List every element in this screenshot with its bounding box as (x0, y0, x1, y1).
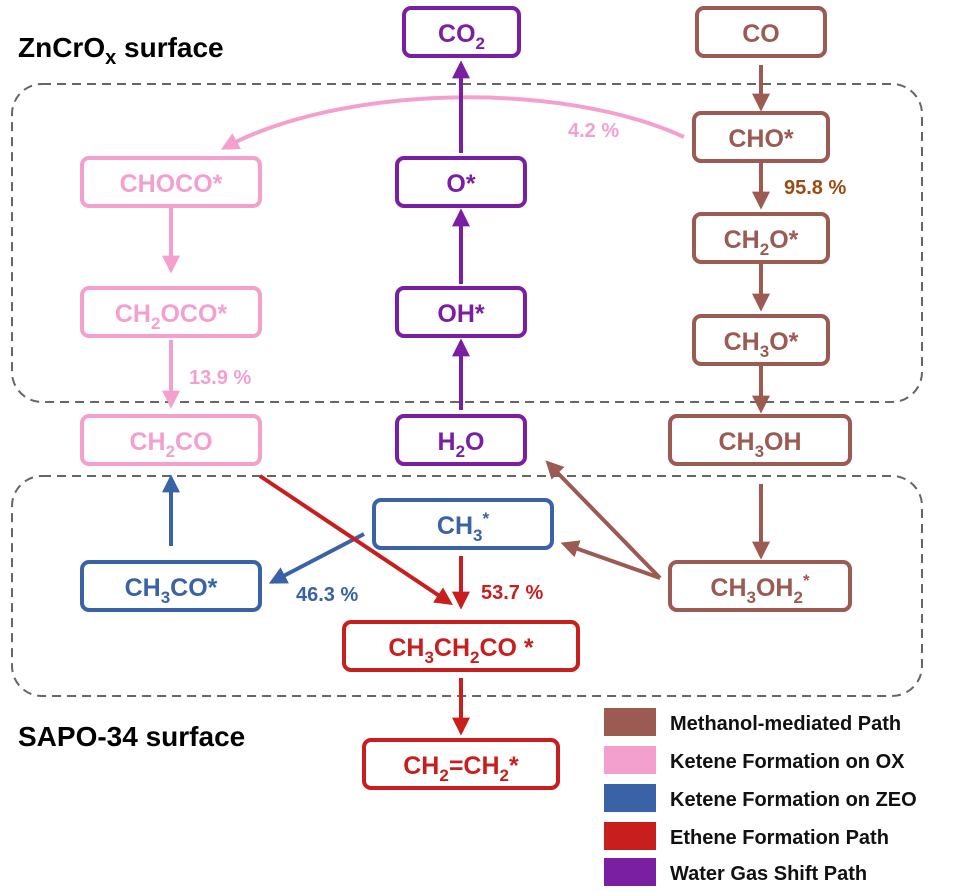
node-ch2co: CH2CO (80, 414, 262, 466)
legend-swatch-ethene (604, 822, 656, 850)
node-ch2o: CH2O* (692, 212, 830, 264)
node-ch3oh2-label: CH3OH2* (710, 571, 810, 607)
arrow-ch3oh2-to-ch3 (560, 540, 661, 580)
arrow-ch3-to-ch3co (268, 532, 365, 584)
legend-swatch-ketene-ox (604, 746, 656, 774)
node-ch3o-label: CH3O* (724, 328, 799, 361)
node-ch3oh-label: CH3OH (718, 428, 801, 461)
pct-cho-to-ch2o: 95.8 % (784, 177, 846, 199)
arrow-ch3oh2-to-h2o (545, 460, 662, 580)
node-ch3oh2: CH3OH2* (668, 560, 852, 612)
legend-swatch-wgs (604, 858, 656, 886)
pct-ch3-to-ch3ch2co: 53.7 % (481, 582, 543, 604)
node-oh: OH* (395, 286, 527, 338)
node-choco: CHOCO* (80, 156, 262, 208)
pct-cho-to-choco: 4.2 % (568, 120, 619, 142)
zncrox-surface-region (11, 83, 923, 403)
node-ch2oco-label: CH2OCO* (115, 300, 228, 333)
node-co2: CO2 (402, 6, 521, 58)
node-ch2o-label: CH2O* (724, 226, 799, 259)
legend-label-wgs: Water Gas Shift Path (670, 863, 867, 885)
node-ch2oco: CH2OCO* (80, 286, 262, 338)
node-ch3co: CH3CO* (80, 560, 262, 612)
node-ch2ch2-label: CH2=CH2* (403, 752, 519, 785)
zncrox-region-label: ZnCrOx surface (18, 32, 224, 69)
node-cho-label: CHO* (728, 125, 794, 153)
arrow-ch2co-to-ch3ch2co (258, 474, 453, 606)
node-h2o: H2O (395, 414, 527, 466)
node-oh-label: OH* (437, 300, 485, 328)
node-ch3-label: CH3* (437, 509, 490, 545)
legend-label-ethene: Ethene Formation Path (670, 827, 889, 849)
arrow-cho-to-choco (220, 95, 685, 150)
node-ch3ch2co-label: CH3CH2CO * (388, 634, 534, 667)
node-ch3: CH3* (372, 498, 554, 550)
node-o: O* (395, 156, 527, 208)
node-ch2ch2: CH2=CH2* (362, 738, 560, 790)
node-ch2co-label: CH2CO (129, 428, 212, 461)
legend: Methanol-mediated Path Ketene Formation … (604, 708, 917, 886)
sapo34-region-label: SAPO-34 surface (18, 721, 245, 752)
node-ch3ch2co: CH3CH2CO * (342, 620, 580, 672)
legend-swatch-methanol (604, 708, 656, 736)
legend-swatch-ketene-zeo (604, 784, 656, 812)
node-co-label: CO (742, 20, 780, 48)
legend-label-ketene-zeo: Ketene Formation on ZEO (670, 789, 917, 811)
node-o-label: O* (446, 170, 475, 198)
node-h2o-label: H2O (438, 428, 485, 461)
node-ch3co-label: CH3CO* (125, 574, 218, 607)
node-choco-label: CHOCO* (120, 170, 223, 198)
node-ch3o: CH3O* (692, 314, 830, 366)
sapo34-surface-region (11, 475, 923, 697)
pct-ch2oco-to-ch2co: 13.9 % (189, 367, 251, 389)
node-co2-label: CO2 (438, 20, 485, 53)
node-ch3oh: CH3OH (668, 414, 852, 466)
legend-label-methanol: Methanol-mediated Path (670, 713, 901, 735)
node-co: CO (695, 6, 827, 58)
legend-label-ketene-ox: Ketene Formation on OX (670, 751, 905, 773)
pct-ch3-to-ch3co: 46.3 % (296, 584, 358, 606)
node-cho: CHO* (692, 111, 830, 163)
